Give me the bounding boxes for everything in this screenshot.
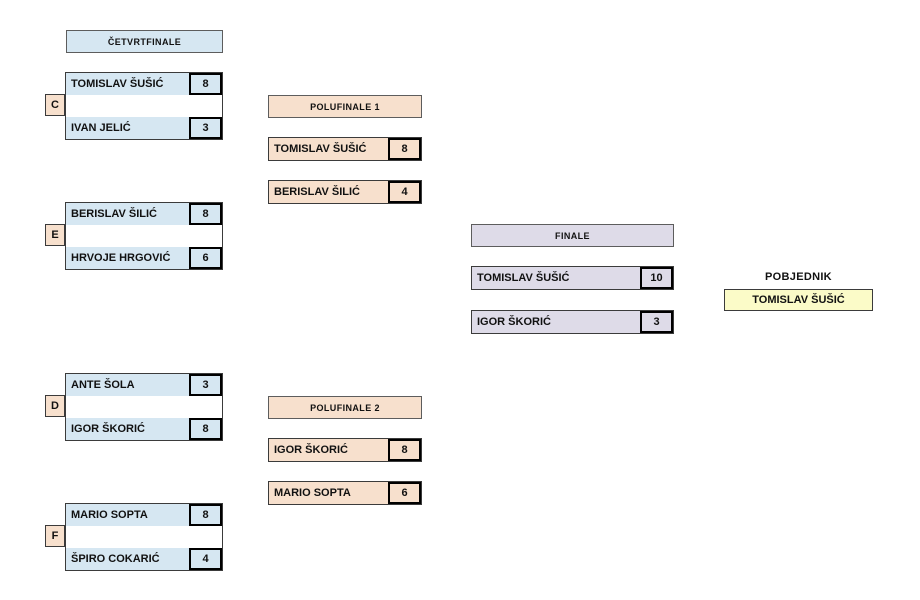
semifinal-2-row-bottom[interactable]: MARIO SOPTA 6 (268, 481, 422, 505)
group-tag-f: F (45, 525, 65, 547)
bracket-row-player[interactable]: IGOR ŠKORIĆ 8 (66, 418, 222, 440)
round-header-semifinal-1: POLUFINALE 1 (268, 95, 422, 118)
player-name: IGOR ŠKORIĆ (66, 418, 189, 440)
player-name: IVAN JELIĆ (66, 117, 189, 139)
player-name: BERISLAV ŠILIĆ (66, 203, 189, 225)
player-name: BERISLAV ŠILIĆ (269, 181, 388, 203)
player-score: 4 (189, 548, 222, 570)
semifinal-2-row-top[interactable]: IGOR ŠKORIĆ 8 (268, 438, 422, 462)
bracket-row-spacer (66, 95, 222, 117)
player-score: 8 (189, 203, 222, 225)
player-score: 10 (640, 267, 673, 289)
player-score: 8 (388, 138, 421, 160)
winner-label: POBJEDNIK (765, 271, 832, 283)
player-name: TOMISLAV ŠUŠIĆ (269, 138, 388, 160)
player-name: MARIO SOPTA (66, 504, 189, 526)
final-row-bottom[interactable]: IGOR ŠKORIĆ 3 (471, 310, 674, 334)
quarterfinal-match-c[interactable]: TOMISLAV ŠUŠIĆ 8 IVAN JELIĆ 3 (65, 72, 223, 140)
bracket-row-player[interactable]: IVAN JELIĆ 3 (66, 117, 222, 139)
bracket-row-spacer (66, 396, 222, 418)
bracket-row-player[interactable]: BERISLAV ŠILIĆ 8 (66, 203, 222, 225)
round-header-semifinal-2: POLUFINALE 2 (268, 396, 422, 419)
round-header-quarterfinal: ČETVRTFINALE (66, 30, 223, 53)
quarterfinal-match-d[interactable]: ANTE ŠOLA 3 IGOR ŠKORIĆ 8 (65, 373, 223, 441)
bracket-row-player[interactable]: ŠPIRO COKARIĆ 4 (66, 548, 222, 570)
quarterfinal-match-e[interactable]: BERISLAV ŠILIĆ 8 HRVOJE HRGOVIĆ 6 (65, 202, 223, 270)
bracket-row-player[interactable]: MARIO SOPTA 8 (66, 504, 222, 526)
player-score: 6 (388, 482, 421, 504)
group-tag-e: E (45, 224, 65, 246)
player-score: 3 (189, 374, 222, 396)
semifinal-1-row-bottom[interactable]: BERISLAV ŠILIĆ 4 (268, 180, 422, 204)
bracket-row-player[interactable]: TOMISLAV ŠUŠIĆ 8 (66, 73, 222, 95)
bracket-row-spacer (66, 225, 222, 247)
player-name: HRVOJE HRGOVIĆ (66, 247, 189, 269)
bracket-row-spacer (66, 526, 222, 548)
player-name: MARIO SOPTA (269, 482, 388, 504)
final-row-top[interactable]: TOMISLAV ŠUŠIĆ 10 (471, 266, 674, 290)
player-score: 3 (189, 117, 222, 139)
winner-name-box: TOMISLAV ŠUŠIĆ (724, 289, 873, 311)
player-score: 8 (189, 504, 222, 526)
round-header-final: FINALE (471, 224, 674, 247)
player-name: TOMISLAV ŠUŠIĆ (472, 267, 640, 289)
player-name: IGOR ŠKORIĆ (472, 311, 640, 333)
bracket-row-player[interactable]: HRVOJE HRGOVIĆ 6 (66, 247, 222, 269)
player-name: ANTE ŠOLA (66, 374, 189, 396)
group-tag-c: C (45, 94, 65, 116)
player-score: 8 (189, 73, 222, 95)
group-tag-d: D (45, 395, 65, 417)
player-name: IGOR ŠKORIĆ (269, 439, 388, 461)
player-score: 8 (388, 439, 421, 461)
player-score: 8 (189, 418, 222, 440)
player-name: ŠPIRO COKARIĆ (66, 548, 189, 570)
quarterfinal-match-f[interactable]: MARIO SOPTA 8 ŠPIRO COKARIĆ 4 (65, 503, 223, 571)
player-name: TOMISLAV ŠUŠIĆ (66, 73, 189, 95)
semifinal-1-row-top[interactable]: TOMISLAV ŠUŠIĆ 8 (268, 137, 422, 161)
player-score: 4 (388, 181, 421, 203)
player-score: 3 (640, 311, 673, 333)
bracket-row-player[interactable]: ANTE ŠOLA 3 (66, 374, 222, 396)
player-score: 6 (189, 247, 222, 269)
